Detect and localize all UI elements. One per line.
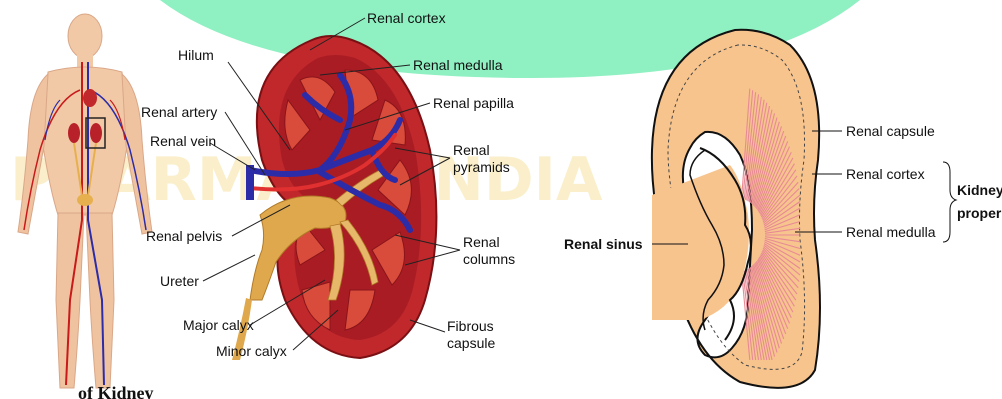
kidney-section-illustration	[652, 30, 820, 388]
label-renal-vein: Renal vein	[150, 133, 216, 149]
label-ureter: Ureter	[160, 273, 199, 289]
label-renal-columns-line1: Renal	[463, 234, 500, 250]
label-renal-cortex-right: Renal cortex	[846, 166, 925, 182]
label-major-calyx: Major calyx	[183, 317, 254, 333]
kidney-right-small	[90, 123, 102, 143]
label-renal-pelvis: Renal pelvis	[146, 228, 222, 244]
label-renal-papilla: Renal papilla	[433, 95, 514, 111]
label-renal-columns-line2: columns	[463, 251, 515, 267]
label-renal-artery: Renal artery	[141, 104, 217, 120]
label-fibrous-capsule-line2: capsule	[447, 335, 495, 351]
label-hilum: Hilum	[178, 47, 214, 63]
label-renal-capsule: Renal capsule	[846, 123, 935, 139]
label-renal-sinus: Renal sinus	[564, 236, 643, 252]
label-kidney-proper-line2: proper	[957, 205, 1002, 221]
label-renal-medulla: Renal medulla	[413, 57, 503, 73]
label-renal-medulla-right: Renal medulla	[846, 224, 936, 240]
label-fibrous-capsule-line1: Fibrous	[447, 318, 494, 334]
label-renal-pyramids-line1: Renal	[453, 142, 490, 158]
label-renal-cortex: Renal cortex	[367, 10, 446, 26]
label-minor-calyx: Minor calyx	[216, 343, 287, 359]
figure-caption: of Kidney	[78, 383, 154, 399]
label-kidney-proper-line1: Kidney	[957, 182, 1002, 198]
label-renal-pyramids-line2: pyramids	[453, 159, 510, 175]
kidney-left-small	[68, 123, 80, 143]
